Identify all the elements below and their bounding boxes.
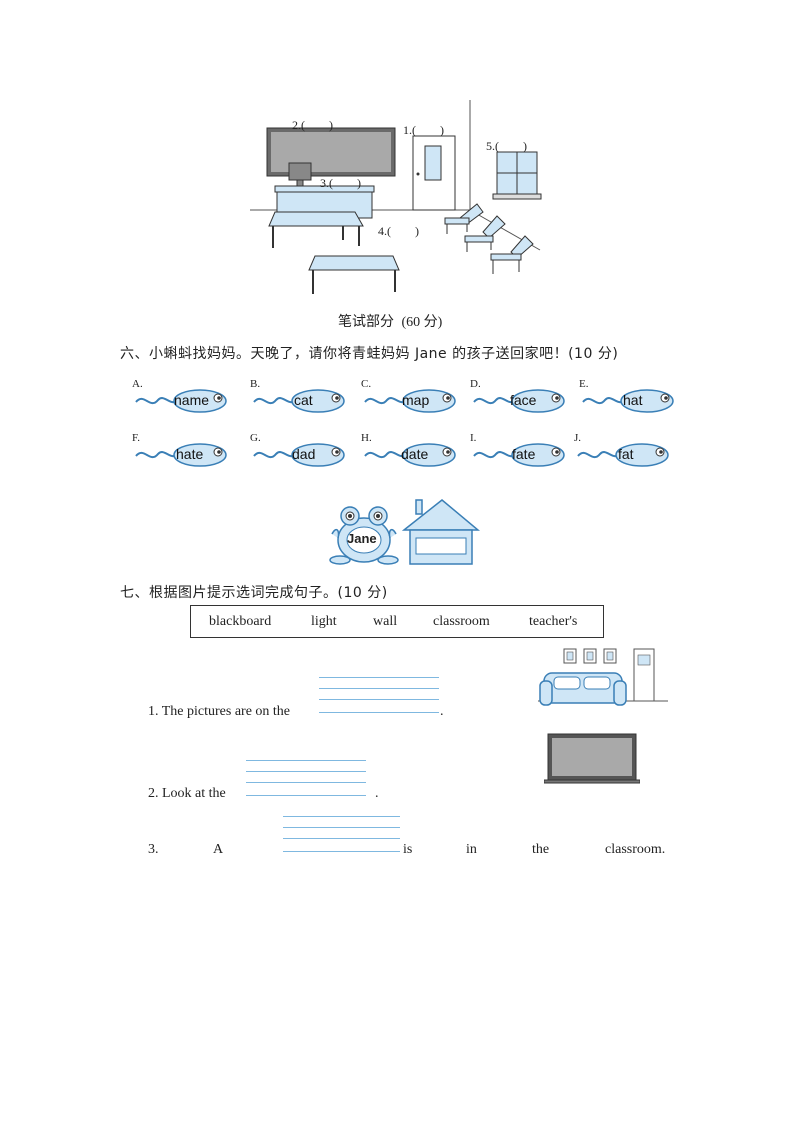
tadpole-icon: [364, 389, 456, 413]
frog-mother: Jane: [328, 504, 400, 566]
sentence-1-prefix: 1. The pictures are on the: [148, 704, 291, 719]
sentence-2-prefix: 2. Look at the: [148, 786, 226, 801]
answer-line[interactable]: [246, 760, 366, 761]
classroom-drawing: [250, 100, 542, 294]
scene-label-5: 5.( ): [486, 139, 527, 153]
home-house: [401, 496, 481, 566]
tadpole-grid: A. name B. cat C. map D. face: [130, 376, 674, 476]
sentence-3-word: in: [466, 842, 477, 857]
tadpole-letter: A.: [132, 378, 143, 390]
living-room-illustration: [538, 645, 670, 715]
frog-icon: [329, 506, 399, 565]
tadpole-letter: C.: [361, 378, 372, 390]
scene-label-2: 2.( ): [292, 118, 333, 132]
tadpole-word: dad: [292, 446, 316, 462]
answer-line[interactable]: [246, 782, 366, 783]
tadpole-icon: [135, 443, 227, 467]
tadpole-item: G. dad: [248, 430, 348, 474]
blackboard-illustration: [543, 730, 641, 786]
sentence-1-suffix: .: [440, 704, 444, 719]
tadpole-letter: J.: [574, 432, 582, 444]
word-bank-item: classroom: [433, 614, 490, 629]
answer-line[interactable]: [283, 851, 400, 852]
tadpole-word: face: [510, 392, 537, 408]
word-bank-item: teacher's: [529, 614, 578, 629]
section6-title: 六、小蝌蚪找妈妈。天晚了，请你将青蛙妈妈 Jane 的孩子送回家吧！(10 分): [120, 346, 619, 362]
tadpole-word: hate: [176, 446, 204, 462]
tadpole-item: D. face: [468, 376, 568, 420]
frog-name: Jane: [347, 531, 377, 546]
tadpole-letter: H.: [361, 432, 372, 444]
tadpole-word: name: [174, 392, 210, 408]
blackboard-icon: [543, 733, 641, 784]
tadpole-word: date: [401, 446, 429, 462]
answer-line[interactable]: [319, 712, 439, 713]
written-part-score: (60 分): [401, 315, 443, 330]
tadpole-icon: [577, 443, 669, 467]
answer-line[interactable]: [246, 795, 366, 796]
answer-line[interactable]: [283, 838, 400, 839]
tadpole-letter: D.: [470, 378, 481, 390]
section7-title: 七、根据图片提示选词完成句子。(10 分): [120, 585, 388, 601]
sentence-3-number: 3.: [148, 842, 159, 857]
sofa-room-icon: [538, 648, 668, 706]
scene-label-4: 4.( ): [378, 224, 419, 238]
written-part-title: 笔试部分: [338, 314, 394, 330]
tadpole-item: B. cat: [248, 376, 348, 420]
tadpole-item: E. hat: [577, 376, 677, 420]
sentence-3-word: is: [403, 842, 413, 857]
classroom-illustration: [245, 100, 545, 300]
sentence-2-suffix: .: [375, 786, 379, 801]
scene-label-1: 1.( ): [403, 123, 444, 137]
word-bank-item: blackboard: [209, 614, 272, 629]
tadpole-word: fate: [512, 446, 536, 462]
answer-line[interactable]: [319, 688, 439, 689]
written-part-heading: 笔试部分 (60 分): [338, 311, 442, 331]
tadpole-icon: [364, 443, 456, 467]
tadpole-icon: [253, 443, 345, 467]
tadpole-item: I. fate: [468, 430, 568, 474]
tadpole-letter: E.: [579, 378, 589, 390]
tadpole-word: map: [402, 392, 430, 408]
house-icon: [401, 499, 481, 565]
answer-line[interactable]: [319, 699, 439, 700]
answer-line[interactable]: [246, 771, 366, 772]
tadpole-item: F. hate: [130, 430, 230, 474]
tadpole-letter: F.: [132, 432, 140, 444]
tadpole-letter: B.: [250, 378, 261, 390]
tadpole-icon: [582, 389, 674, 413]
tadpole-letter: G.: [250, 432, 261, 444]
tadpole-icon: [473, 443, 565, 467]
word-bank-item: light: [311, 614, 337, 629]
tadpole-item: C. map: [359, 376, 459, 420]
sentence-3-word: the: [532, 842, 550, 857]
answer-line[interactable]: [283, 816, 400, 817]
tadpole-item: J. fat: [572, 430, 672, 474]
tadpole-letter: I.: [470, 432, 477, 444]
word-bank-item: wall: [373, 614, 398, 629]
answer-line[interactable]: [283, 827, 400, 828]
tadpole-icon: [473, 389, 565, 413]
tadpole-item: A. name: [130, 376, 230, 420]
tadpole-word: fat: [618, 446, 634, 462]
tadpole-word: cat: [294, 392, 313, 408]
sentence-3-word: classroom.: [605, 842, 666, 857]
tadpole-item: H. date: [359, 430, 459, 474]
answer-line[interactable]: [319, 677, 439, 678]
sentence-3-word: A: [213, 842, 224, 857]
word-bank: blackboard light wall classroom teacher'…: [190, 605, 604, 638]
tadpole-icon: [253, 389, 345, 413]
tadpole-word: hat: [623, 392, 643, 408]
scene-label-3: 3.( ): [320, 176, 361, 190]
tadpole-icon: [135, 389, 227, 413]
